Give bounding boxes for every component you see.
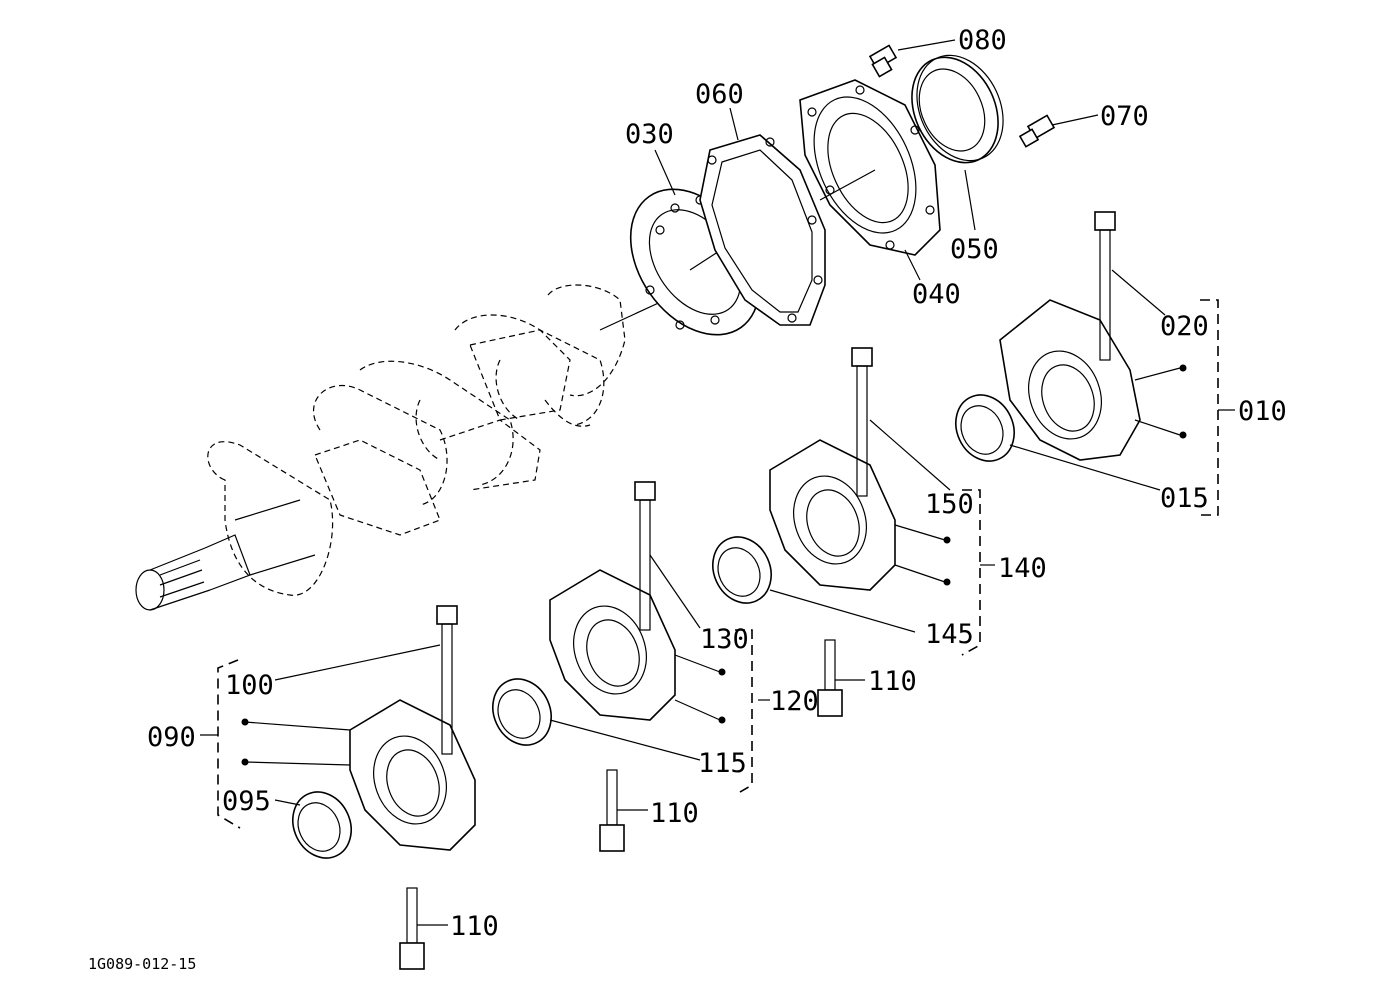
label-080: 080 xyxy=(958,25,1007,56)
label-030: 030 xyxy=(625,119,674,150)
reference-dots xyxy=(241,364,1187,766)
label-090: 090 xyxy=(147,722,196,753)
bushing-115 xyxy=(492,678,552,746)
label-095: 095 xyxy=(222,786,271,817)
label-130: 130 xyxy=(700,624,749,655)
bearing-case-010 xyxy=(999,211,1141,461)
label-050: 050 xyxy=(950,234,999,265)
label-150: 150 xyxy=(925,489,974,520)
label-010: 010 xyxy=(1238,396,1287,427)
bolt-070 xyxy=(1018,114,1056,148)
bearing-case-140 xyxy=(769,347,896,717)
label-015: 015 xyxy=(1160,483,1209,514)
bushing-015 xyxy=(955,394,1015,462)
bearing-case-090 xyxy=(349,605,476,970)
bolt-080 xyxy=(868,44,898,78)
label-120: 120 xyxy=(770,686,819,717)
label-020: 020 xyxy=(1160,311,1209,342)
bushing-095 xyxy=(292,791,352,859)
assembly-brackets xyxy=(217,299,1219,829)
label-070: 070 xyxy=(1100,101,1149,132)
bushing-145 xyxy=(712,536,772,604)
part-060-gasket xyxy=(699,134,826,326)
label-060: 060 xyxy=(695,79,744,110)
label-040: 040 xyxy=(912,279,961,310)
label-100: 100 xyxy=(225,670,274,701)
label-110-middle: 110 xyxy=(650,798,699,829)
label-110-top: 110 xyxy=(868,666,917,697)
diagram-code: 1G089-012-15 xyxy=(88,955,196,973)
label-145: 145 xyxy=(925,619,974,650)
leader-lines xyxy=(200,39,1235,926)
bearing-case-120 xyxy=(549,481,676,852)
callout-labels: 080 070 060 030 050 040 020 010 015 150 … xyxy=(88,25,1287,973)
crankshaft xyxy=(135,284,666,611)
label-110-bottom: 110 xyxy=(450,911,499,942)
part-040-housing xyxy=(799,79,941,256)
part-050-seal xyxy=(911,54,1004,164)
label-115: 115 xyxy=(698,748,747,779)
label-140: 140 xyxy=(998,553,1047,584)
